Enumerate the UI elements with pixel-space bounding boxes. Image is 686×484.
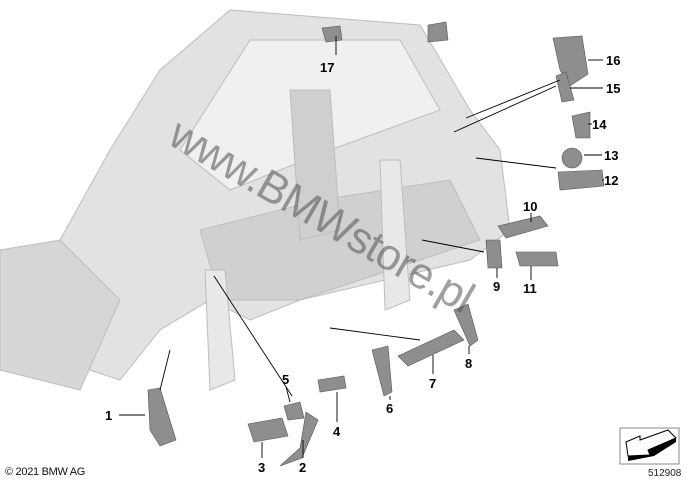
callout-6[interactable]: 6	[386, 401, 393, 416]
callout-12[interactable]: 12	[604, 173, 618, 188]
callout-17[interactable]: 17	[320, 60, 334, 75]
callout-7[interactable]: 7	[429, 376, 436, 391]
part-13	[561, 147, 583, 169]
part-5	[283, 401, 305, 421]
part-12	[557, 169, 605, 191]
part-16	[552, 35, 589, 87]
leader-lines	[119, 36, 604, 458]
part-17	[321, 25, 343, 43]
callout-4[interactable]: 4	[333, 424, 341, 439]
callout-10[interactable]: 10	[523, 199, 537, 214]
callout-15[interactable]: 15	[606, 81, 620, 96]
part-10	[497, 215, 549, 239]
callout-8[interactable]: 8	[465, 356, 472, 371]
part-3	[247, 417, 289, 443]
copyright: © 2021 BMW AG	[5, 466, 86, 478]
callout-1[interactable]: 1	[105, 408, 112, 423]
part-4	[317, 375, 347, 393]
part-1	[147, 387, 177, 447]
navigation-arrow-icon[interactable]	[619, 427, 680, 465]
callout-2[interactable]: 2	[299, 460, 306, 475]
part-7	[397, 329, 465, 367]
callout-numbers: 1 2 3 4 5 6 7 8 9 10 11 12 13 14 15 16 1…	[105, 53, 620, 475]
callout-11[interactable]: 11	[523, 281, 537, 296]
part-6	[371, 345, 393, 397]
part-8	[453, 303, 479, 347]
part-9	[485, 239, 503, 269]
callout-14[interactable]: 14	[592, 117, 607, 132]
part-17b	[427, 21, 449, 43]
callout-5[interactable]: 5	[282, 372, 289, 387]
part-14	[571, 111, 591, 139]
callout-3[interactable]: 3	[258, 460, 265, 475]
callout-9[interactable]: 9	[493, 279, 500, 294]
diagram-number: 512908	[648, 468, 682, 479]
part-15	[555, 71, 575, 103]
part-11	[515, 251, 559, 267]
part-2	[279, 411, 319, 467]
parts	[147, 21, 605, 467]
callout-13[interactable]: 13	[604, 148, 618, 163]
callout-16[interactable]: 16	[606, 53, 620, 68]
car-body-shell	[0, 9, 511, 391]
